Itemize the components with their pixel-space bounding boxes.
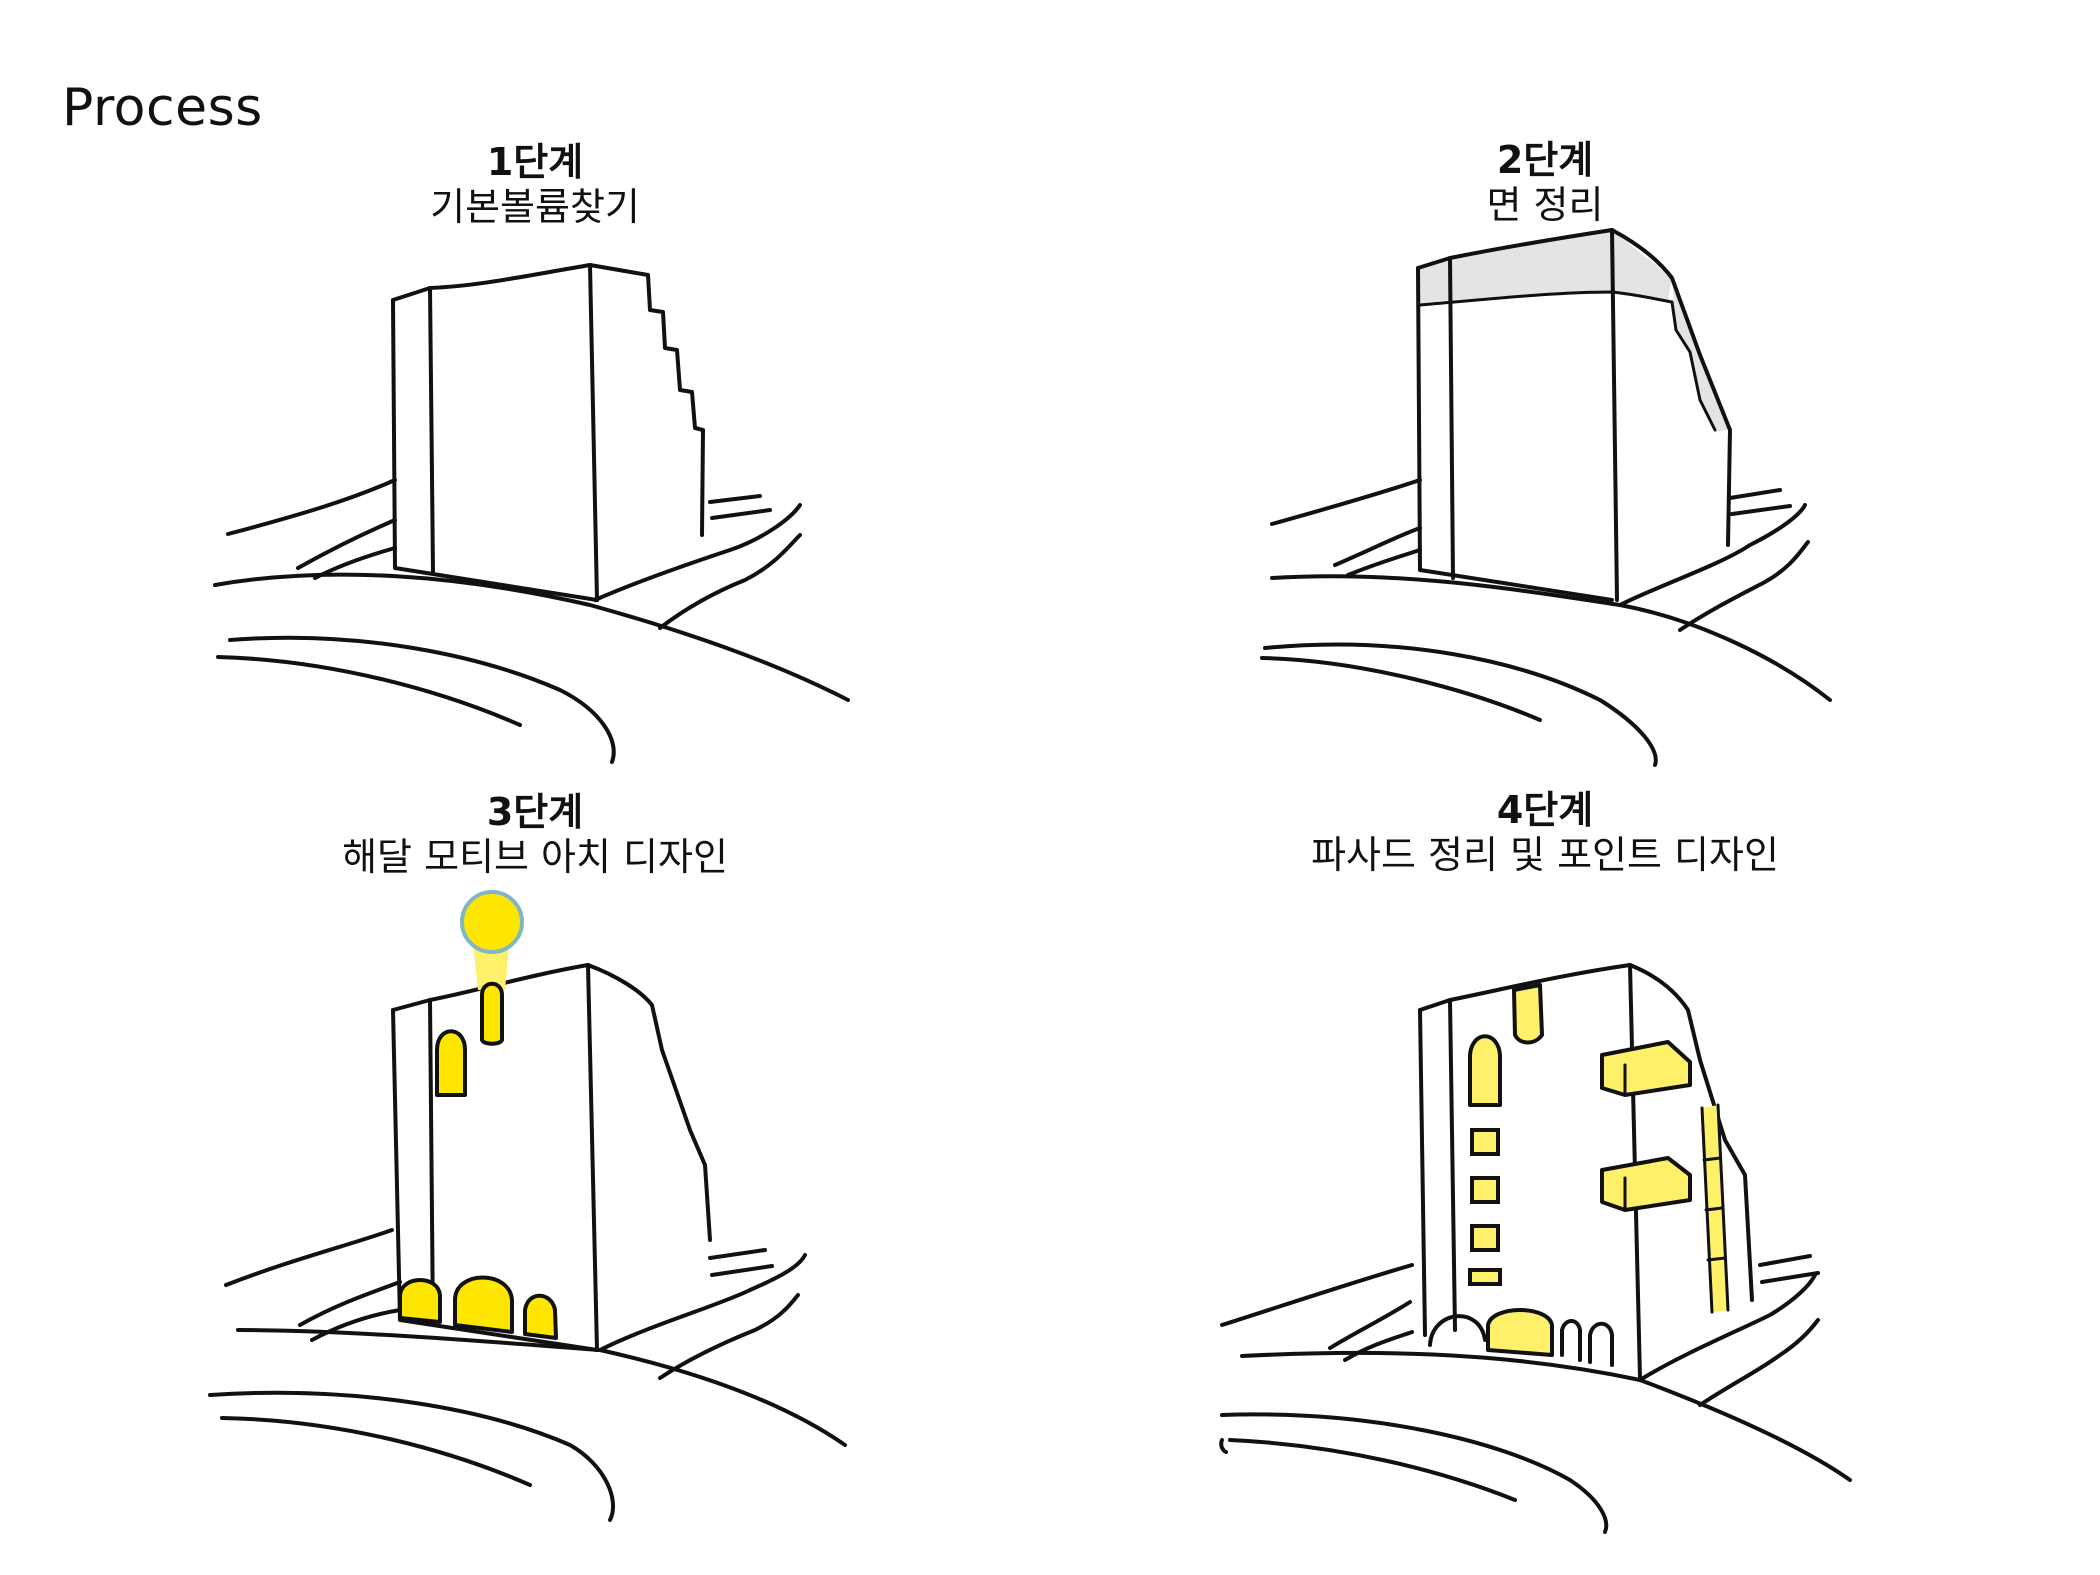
step-2-sketch [1260, 228, 1832, 767]
step-2-caption: 2단계 면 정리 [1195, 138, 1895, 228]
step-2-building [1416, 228, 1732, 602]
sun-icon [460, 890, 524, 954]
step-3-number: 3단계 [486, 790, 584, 834]
step-3-arch-windows [398, 1029, 558, 1340]
step-4-building [1418, 963, 1754, 1380]
step-3-description: 해달 모티브 아치 디자인 [342, 834, 728, 879]
step-4-description: 파사드 정리 및 포인트 디자인 [1311, 832, 1779, 877]
step-4-vertical-strip [1700, 1103, 1730, 1314]
step-4-arch-windows [1428, 1034, 1614, 1367]
step-1-building [391, 263, 705, 602]
step-1-number: 1단계 [486, 140, 584, 184]
step-2-number: 2단계 [1496, 138, 1594, 182]
step-4-balconies [1600, 1040, 1692, 1212]
step-4-sketch [1219, 963, 1852, 1534]
step-1-description: 기본볼륨찾기 [430, 184, 640, 229]
step-3-sun-beam [460, 890, 524, 1046]
step-2-ground [1260, 478, 1832, 767]
step-4-number: 4단계 [1496, 788, 1594, 832]
step-3-ground [208, 1228, 847, 1522]
step-1-ground [213, 478, 850, 764]
step-3-caption: 3단계 해달 모티브 아치 디자인 [185, 790, 885, 880]
step-4-caption: 4단계 파사드 정리 및 포인트 디자인 [1195, 788, 1895, 878]
step-4-ground [1219, 1254, 1852, 1534]
step-2-description: 면 정리 [1486, 182, 1604, 227]
step-3-sketch [208, 890, 847, 1522]
page-title: Process [62, 78, 263, 138]
step-1-sketch [213, 263, 850, 764]
step-1-caption: 1단계 기본볼륨찾기 [185, 140, 885, 230]
